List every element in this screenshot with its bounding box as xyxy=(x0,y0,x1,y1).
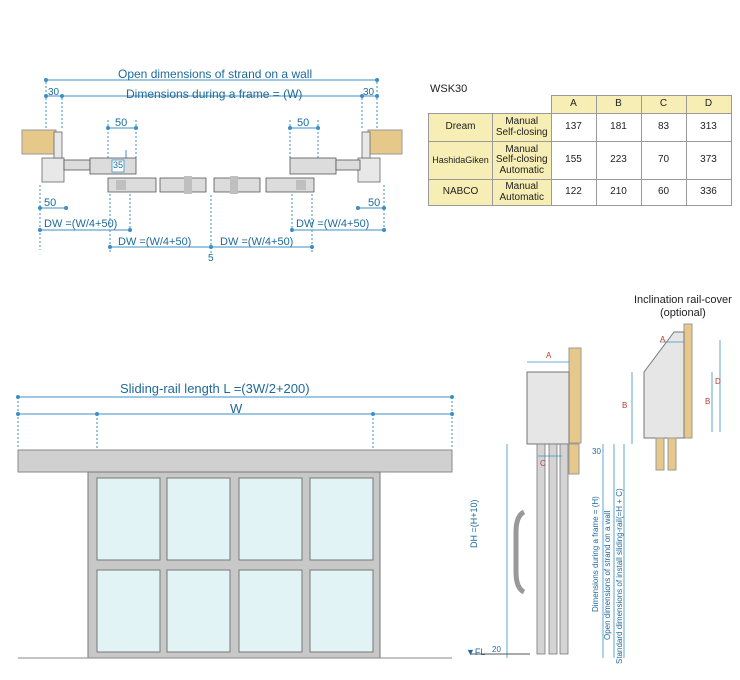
dim-50-lower-left: 50 xyxy=(44,197,57,209)
w-label: W xyxy=(230,401,243,416)
overall-dimension-label: Open dimensions of strand on a wall xyxy=(118,67,313,81)
dim-30-left: 30 xyxy=(48,87,60,98)
maker-cell: NABCO xyxy=(428,179,493,206)
dw-label-center-left: DW =(W/4+50) xyxy=(118,236,192,248)
col-header-c: C xyxy=(640,95,687,114)
dim-30-section: 30 xyxy=(592,447,601,456)
maker-cell: Dream xyxy=(428,113,493,142)
dw-label-left: DW =(W/4+50) xyxy=(44,218,118,230)
fl-marker: ▼FL xyxy=(466,647,486,657)
wall-dim-vertical: Open dimensions of strand on a wall xyxy=(603,510,612,640)
value-cell: 210 xyxy=(595,179,642,206)
frame-dimension-label: Dimensions during a frame = (W) xyxy=(126,87,303,101)
label-c-section: C xyxy=(540,459,546,468)
wall-section xyxy=(568,347,582,444)
rail-box xyxy=(526,371,570,445)
col-header-a: A xyxy=(550,95,597,114)
table-row: Dream Manual Self-closing 137 181 83 313 xyxy=(428,113,732,142)
label-b-cover: B xyxy=(705,397,711,406)
rail-cover xyxy=(643,331,685,439)
label-a-section: A xyxy=(546,351,552,360)
rail-cover-title: Inclination rail-cover (optional) xyxy=(634,294,732,319)
dw-label-center-right: DW =(W/4+50) xyxy=(220,236,294,248)
wall-cover xyxy=(683,323,693,439)
maker-cell: HashidaGiken xyxy=(428,141,493,180)
dim-50-lower-right: 50 xyxy=(368,197,381,209)
dim-35: 35 xyxy=(113,160,124,170)
table-row: NABCO Manual Automatic 122 210 60 336 xyxy=(428,179,732,206)
frame-dim-vertical: Dimensions during a frame = (H) xyxy=(591,496,600,612)
dw-label-right: DW =(W/4+50) xyxy=(296,218,370,230)
dimension-table: A B C D Dream Manual Self-closing 137 18… xyxy=(428,95,732,206)
type-cell: Manual Self-closing xyxy=(492,113,552,142)
value-cell: 155 xyxy=(550,141,597,180)
dim-20-section: 20 xyxy=(492,645,501,654)
dim-50-upper-right: 50 xyxy=(297,117,310,129)
table-title: WSK30 xyxy=(430,83,468,95)
wall-left xyxy=(21,129,57,155)
dh-label: DH =(H+10) xyxy=(469,499,479,548)
value-cell: 336 xyxy=(685,179,732,206)
rail-length-label: Sliding-rail length L =(3W/2+200) xyxy=(120,381,310,396)
type-cell: Manual Automatic xyxy=(492,179,552,206)
dim-50-upper-left: 50 xyxy=(115,117,128,129)
label-a-cover: A xyxy=(660,335,666,344)
dim-30-right: 30 xyxy=(363,87,375,98)
value-cell: 83 xyxy=(640,113,687,142)
value-cell: 60 xyxy=(640,179,687,206)
label-d-cover: D xyxy=(715,377,721,386)
rail-dim-vertical: Standard dimensions of install sliding-r… xyxy=(615,488,624,664)
dim-5: 5 xyxy=(208,253,214,264)
label-b-section: B xyxy=(622,401,628,410)
